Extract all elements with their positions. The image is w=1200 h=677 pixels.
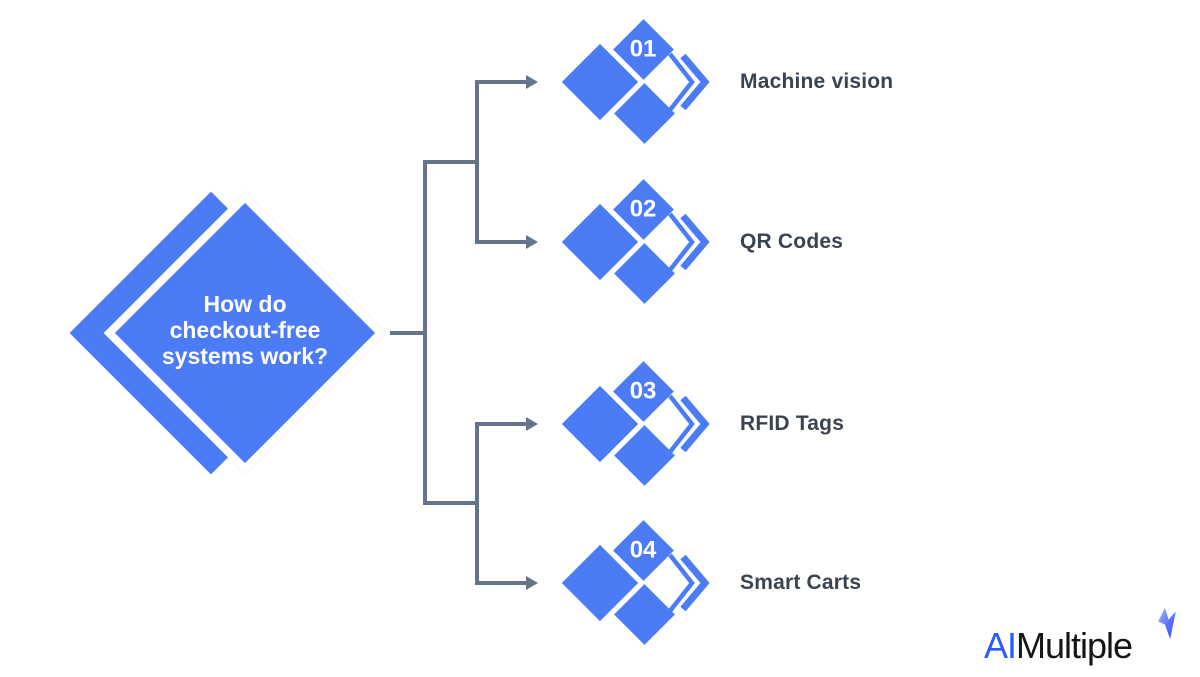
item-number: 04	[630, 536, 657, 564]
logo-bolt-icon	[1158, 608, 1176, 639]
double-chevron-icon	[668, 212, 710, 272]
item-label: RFID Tags	[740, 412, 845, 435]
item-machine-vision: 01 Machine vision	[560, 18, 1000, 146]
item-rfid-tags: 03 RFID Tags	[560, 360, 1000, 488]
item-number: 01	[630, 35, 657, 63]
item-label: Machine vision	[740, 70, 894, 93]
arrowhead-icon	[526, 235, 538, 249]
item-number: 03	[630, 377, 657, 405]
arrowhead-icon	[526, 417, 538, 431]
item-smart-carts: 04 Smart Carts	[560, 519, 1000, 647]
arrowhead-icon	[526, 576, 538, 590]
item-label: Smart Carts	[740, 571, 862, 594]
question-line-3: systems work?	[161, 343, 329, 369]
aimultiple-logo: AIMultiple	[984, 625, 1133, 666]
item-number: 02	[630, 195, 657, 223]
logo-text-multiple: Multiple	[1016, 625, 1133, 666]
arrowhead-icon	[526, 75, 538, 89]
logo-text-ai: AI	[984, 625, 1017, 666]
central-question-text: How do checkout-free systems work?	[153, 241, 337, 425]
double-chevron-icon	[668, 394, 710, 454]
question-line-2: checkout-free	[169, 317, 321, 343]
item-qr-codes: 02 QR Codes	[560, 178, 1000, 306]
question-line-1: How do	[203, 291, 287, 317]
double-chevron-icon	[668, 553, 710, 613]
item-label: QR Codes	[740, 230, 844, 253]
double-chevron-icon	[668, 52, 710, 112]
